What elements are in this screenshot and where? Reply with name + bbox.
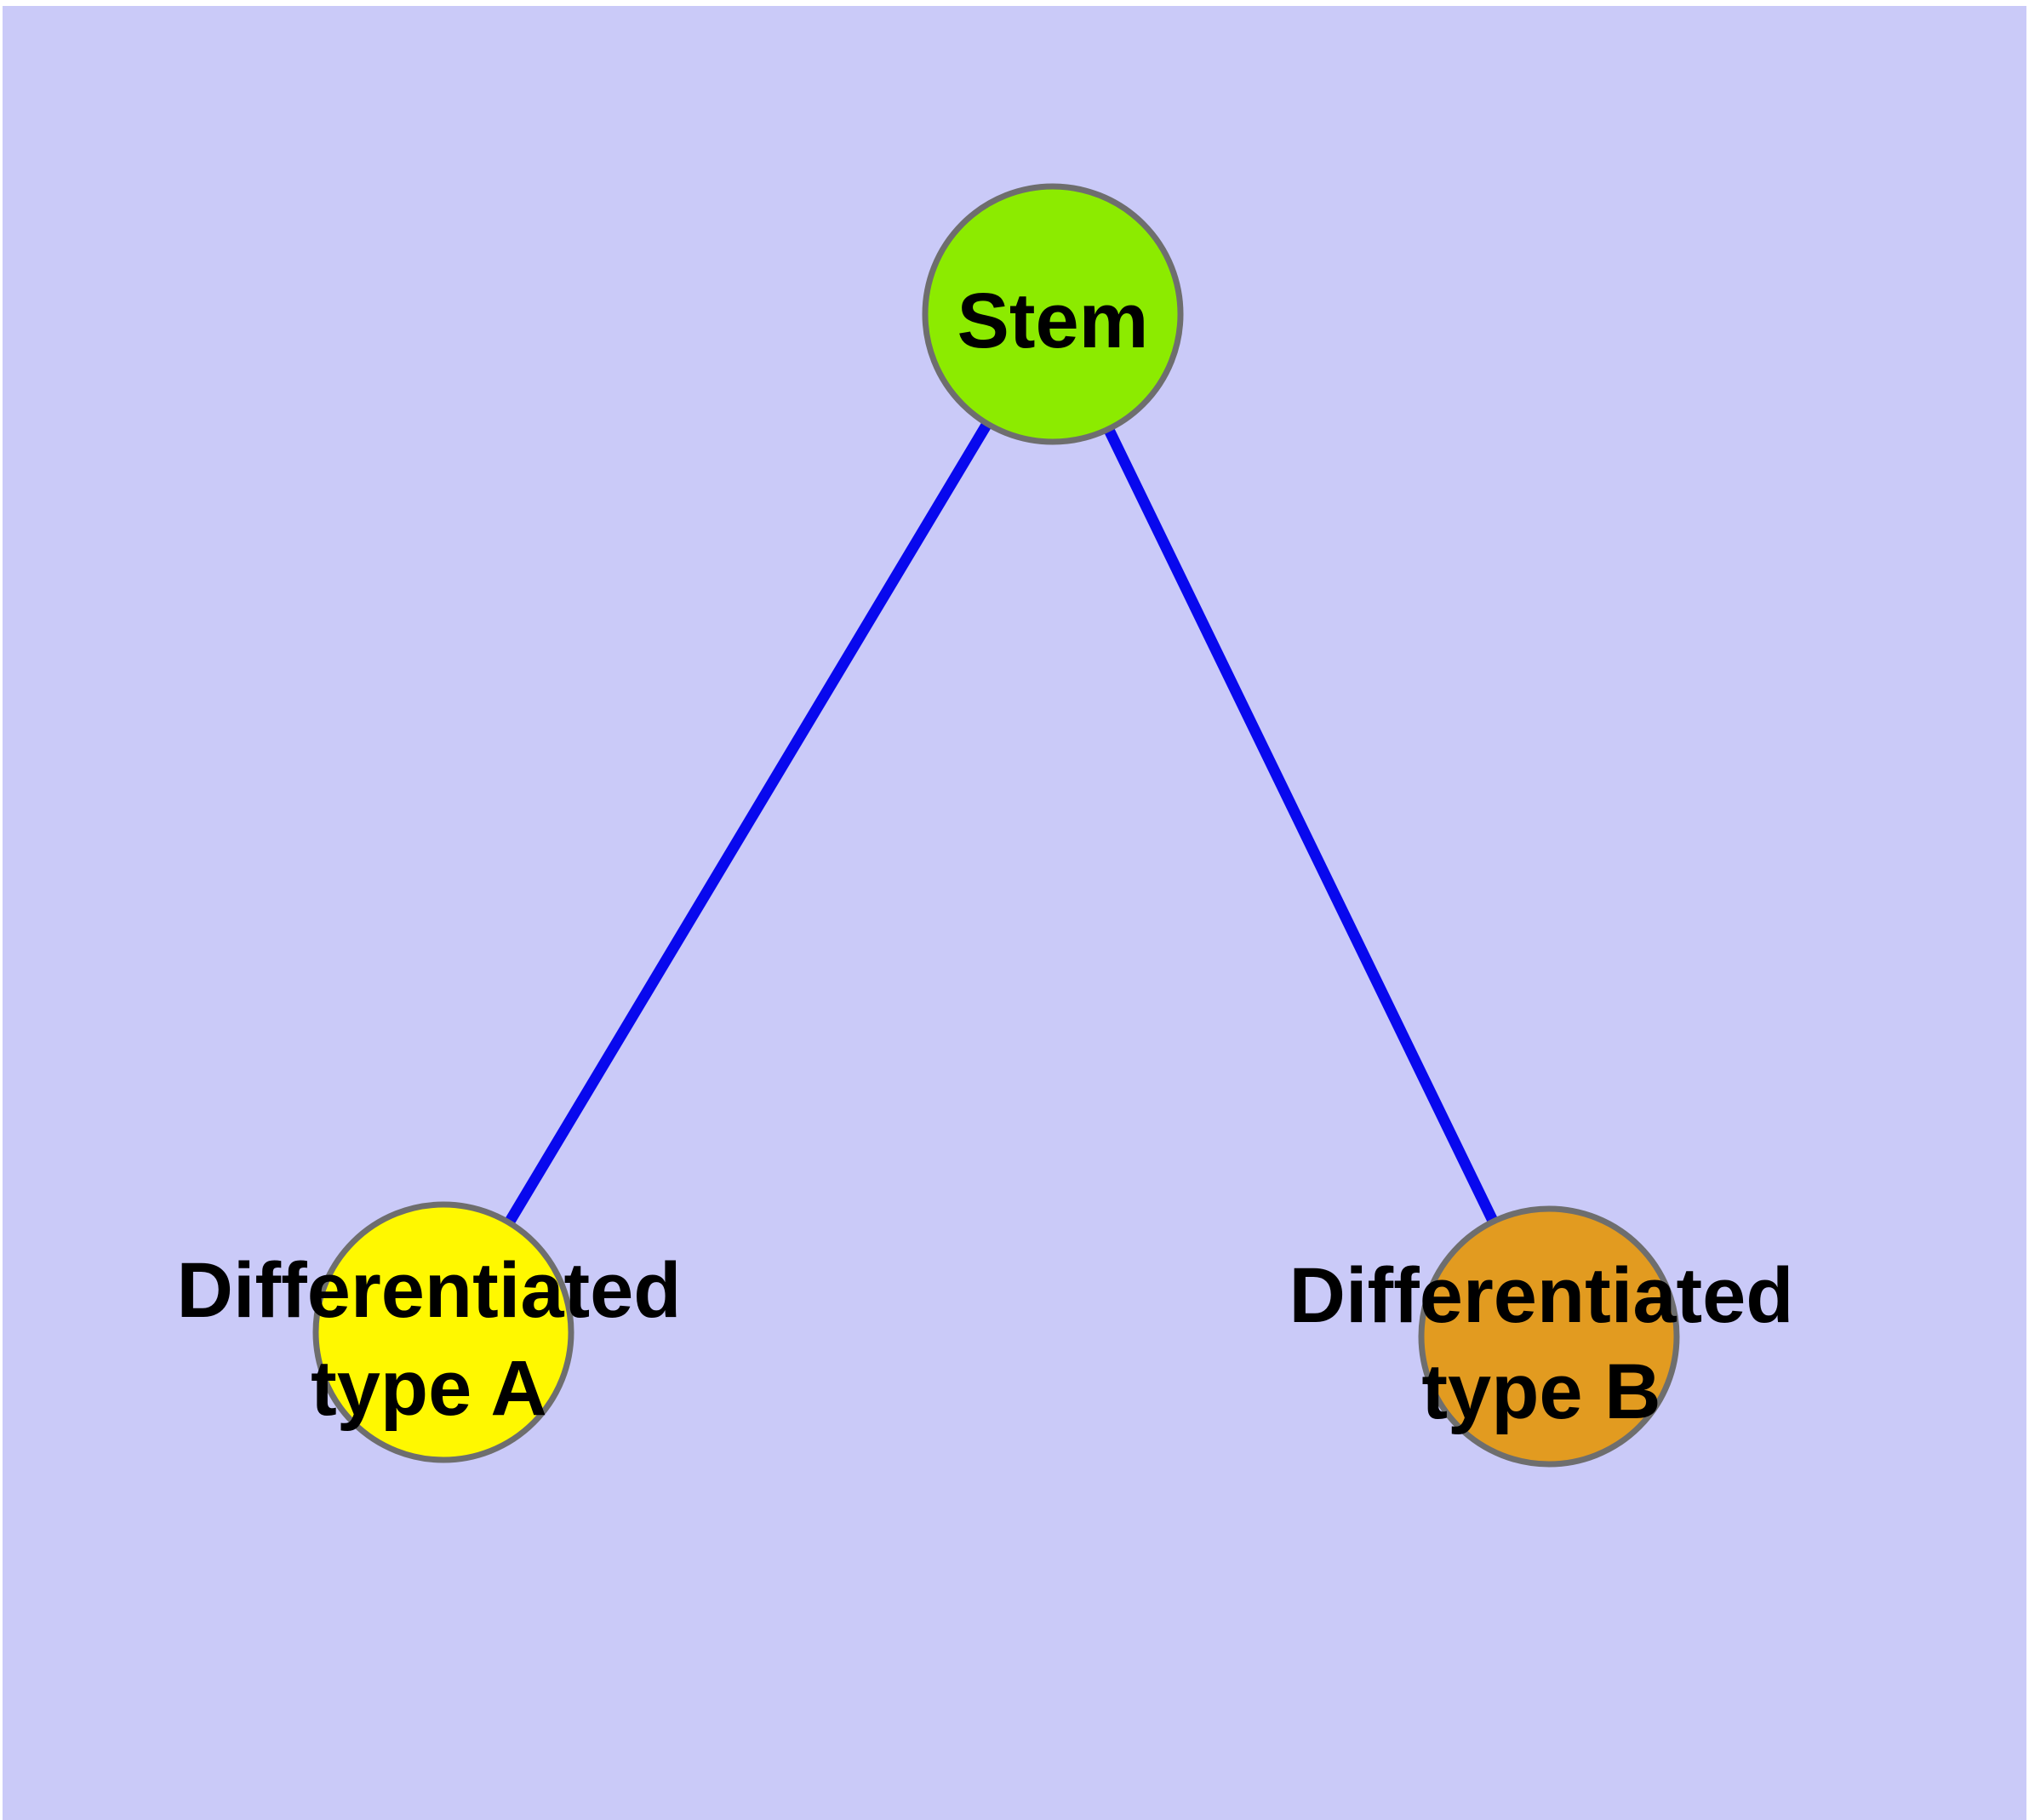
node-type-b-label-line2: type B [1421, 1348, 1660, 1435]
edges [438, 311, 1554, 1339]
node-stem-label: Stem [957, 278, 1149, 364]
node-type-a-circle [312, 1201, 574, 1463]
node-type-a-label-line1: Differentiated [177, 1247, 682, 1334]
node-type-b-circle [1418, 1205, 1680, 1468]
node-type-b-label-line1: Differentiated [1289, 1252, 1794, 1339]
nodes [312, 183, 1680, 1468]
edge-stem-to-type-a [438, 311, 1058, 1336]
edge-stem-to-type-b [1048, 312, 1554, 1339]
node-stem-circle [922, 183, 1184, 445]
node-type-a-label-line2: type A [311, 1345, 547, 1432]
node-labels: Stem Differentiated type A Differentiate… [177, 278, 1794, 1435]
